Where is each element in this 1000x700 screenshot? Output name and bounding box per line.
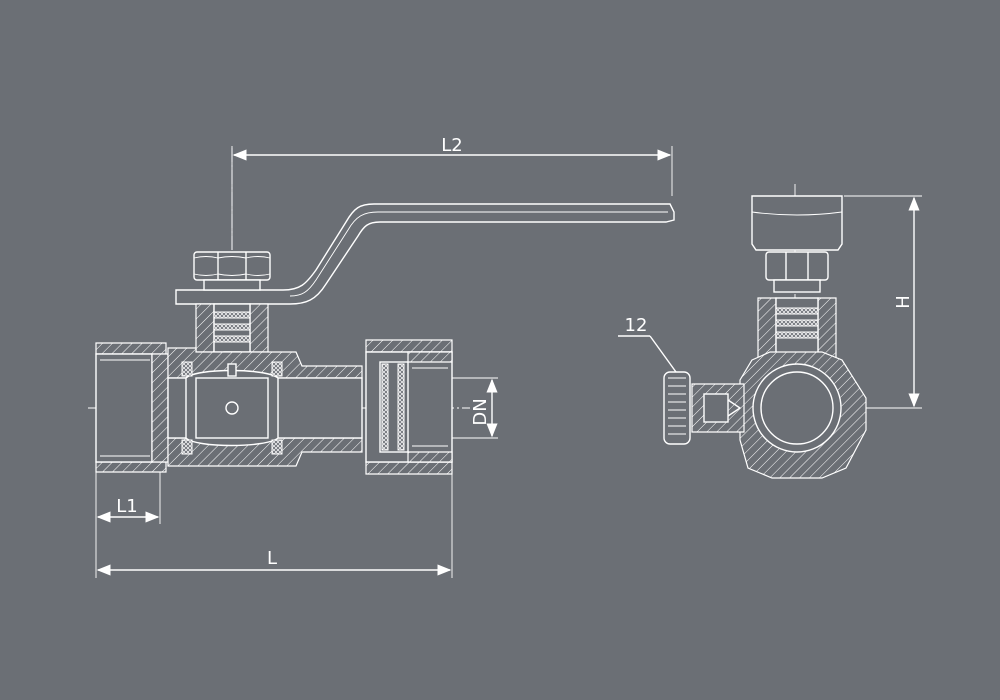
dimension-label-H: H — [893, 295, 914, 309]
side-handle — [751, 195, 843, 251]
hex-nut — [193, 251, 271, 291]
side-nut — [765, 251, 829, 293]
dimension-H: H — [844, 195, 922, 409]
side-neck — [757, 297, 837, 361]
leader-part-12: 12 — [618, 315, 677, 373]
section-view: L2 DN L1 L — [88, 135, 675, 578]
side-view: 12 H — [618, 184, 922, 479]
part-number-12: 12 — [625, 315, 648, 336]
right-union-connector — [365, 339, 453, 475]
dimension-L: L — [96, 474, 453, 578]
handle-lever — [175, 203, 675, 305]
valve-body — [167, 347, 363, 467]
left-end-connector — [95, 342, 169, 473]
dimension-label-L2: L2 — [441, 135, 462, 156]
dimension-label-DN: DN — [470, 398, 491, 425]
dimension-label-L1: L1 — [116, 496, 137, 517]
side-body — [739, 351, 867, 479]
dimension-DN: DN — [452, 377, 498, 439]
part-12-drain-plug — [663, 371, 745, 445]
dimension-L2: L2 — [231, 135, 673, 250]
dimension-L1: L1 — [95, 472, 161, 578]
handle-fold-line — [289, 211, 668, 297]
dimension-label-L: L — [267, 548, 277, 569]
